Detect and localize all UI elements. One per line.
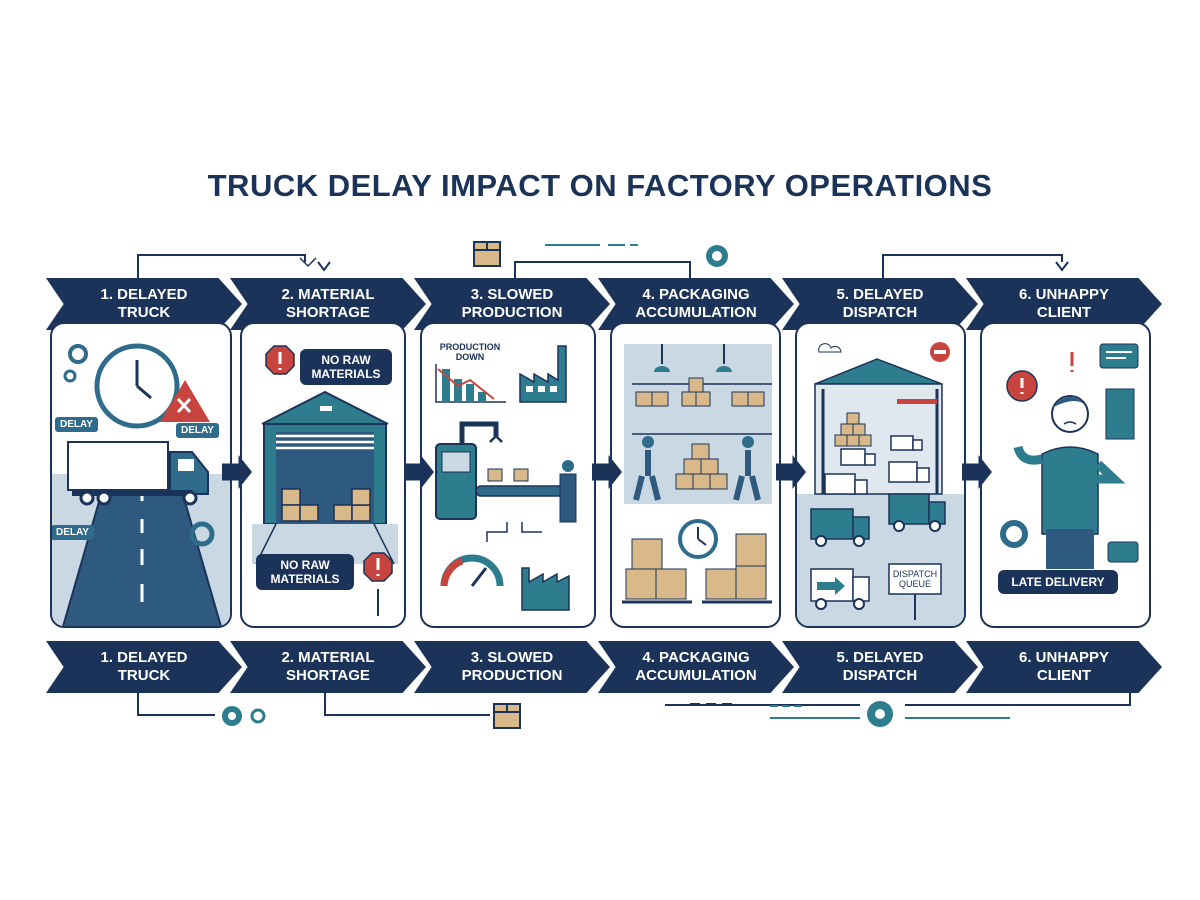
dispatch-illustration bbox=[797, 342, 964, 626]
worker-icon bbox=[733, 436, 761, 501]
step-label: TRUCK bbox=[117, 667, 171, 684]
sign-text: QUEUE bbox=[898, 579, 931, 589]
barrier-icon bbox=[897, 399, 937, 404]
step-label: PRODUCTION bbox=[461, 304, 563, 321]
gear-icon bbox=[68, 344, 88, 364]
panel-delayed-truck: DELAY DELAY DELAY bbox=[50, 322, 232, 628]
late-delivery-badge: LATE DELIVERY bbox=[998, 570, 1118, 594]
box-icon bbox=[281, 488, 371, 522]
gear-icon bbox=[1000, 520, 1028, 548]
step-label: 2. MATERIAL bbox=[281, 286, 375, 303]
truck-icon bbox=[810, 435, 946, 602]
step-label: 4. PACKAGING bbox=[642, 286, 750, 303]
delayed-truck-illustration bbox=[52, 343, 230, 626]
step-label: CLIENT bbox=[1036, 304, 1092, 321]
step-label: 6. UNHAPPY bbox=[1018, 649, 1110, 666]
gear-icon bbox=[189, 521, 215, 547]
step-label: TRUCK bbox=[117, 304, 171, 321]
building-icon bbox=[1105, 388, 1135, 440]
step-label: 5. DELAYED bbox=[836, 649, 924, 666]
warehouse-icon bbox=[814, 358, 943, 385]
no-raw-materials-alert: NO RAW MATERIALS bbox=[300, 349, 392, 385]
panel-packaging-accumulation bbox=[610, 322, 781, 628]
step-label: 6. UNHAPPY bbox=[1018, 286, 1110, 303]
worker-icon bbox=[562, 460, 574, 472]
delay-tag: DELAY bbox=[176, 423, 219, 438]
chart-label: PRODUCTION bbox=[439, 342, 501, 352]
page-title: TRUCK DELAY IMPACT ON FACTORY OPERATIONS bbox=[207, 168, 993, 203]
packaging-illustration bbox=[622, 344, 772, 604]
declining-chart-icon bbox=[442, 369, 486, 402]
step-label: 1. DELAYED bbox=[100, 649, 188, 666]
step-label: 1. DELAYED bbox=[100, 286, 188, 303]
step-label: DISPATCH bbox=[842, 667, 918, 684]
gear-icon bbox=[63, 369, 77, 383]
conveyor-belt bbox=[475, 485, 567, 497]
dispatch-queue-sign bbox=[888, 563, 942, 595]
step-label: 2. MATERIAL bbox=[281, 649, 375, 666]
step-label: 3. SLOWED bbox=[470, 286, 554, 303]
step-label: SHORTAGE bbox=[286, 304, 370, 321]
chart-label: DOWN bbox=[455, 352, 485, 362]
step-label: SHORTAGE bbox=[286, 667, 370, 684]
step-label: 3. SLOWED bbox=[470, 649, 554, 666]
panel-unhappy-client: LATE DELIVERY bbox=[980, 322, 1151, 628]
unhappy-client-illustration bbox=[1000, 343, 1139, 569]
production-illustration bbox=[435, 345, 577, 611]
delay-tag: DELAY bbox=[52, 525, 94, 540]
chat-bubble-icon bbox=[1099, 343, 1139, 369]
worker-icon bbox=[633, 436, 661, 501]
step-label: 4. PACKAGING bbox=[642, 649, 750, 666]
gear-icon bbox=[222, 245, 893, 727]
box-icon bbox=[473, 241, 521, 729]
step-label: CLIENT bbox=[1036, 667, 1092, 684]
factory-icon bbox=[519, 345, 567, 403]
no-raw-materials-alert: NO RAW MATERIALS bbox=[256, 554, 354, 590]
step-label: PRODUCTION bbox=[461, 667, 563, 684]
step-label: DISPATCH bbox=[842, 304, 918, 321]
delay-tag: DELAY bbox=[55, 417, 98, 432]
factory-icon bbox=[521, 567, 570, 611]
step-label: ACCUMULATION bbox=[635, 304, 757, 321]
truck-icon bbox=[67, 441, 169, 491]
warehouse-illustration bbox=[252, 345, 398, 616]
warning-x-icon bbox=[160, 380, 210, 422]
sign-text: DISPATCH bbox=[892, 569, 938, 579]
step-label: 5. DELAYED bbox=[836, 286, 924, 303]
panel-material-shortage: NO RAW MATERIALS NO RAW MATERIALS bbox=[240, 322, 406, 628]
chat-bubble-icon bbox=[1107, 541, 1139, 563]
client-person-icon bbox=[1051, 395, 1089, 433]
box-icon bbox=[625, 377, 767, 600]
step-label: ACCUMULATION bbox=[635, 667, 757, 684]
